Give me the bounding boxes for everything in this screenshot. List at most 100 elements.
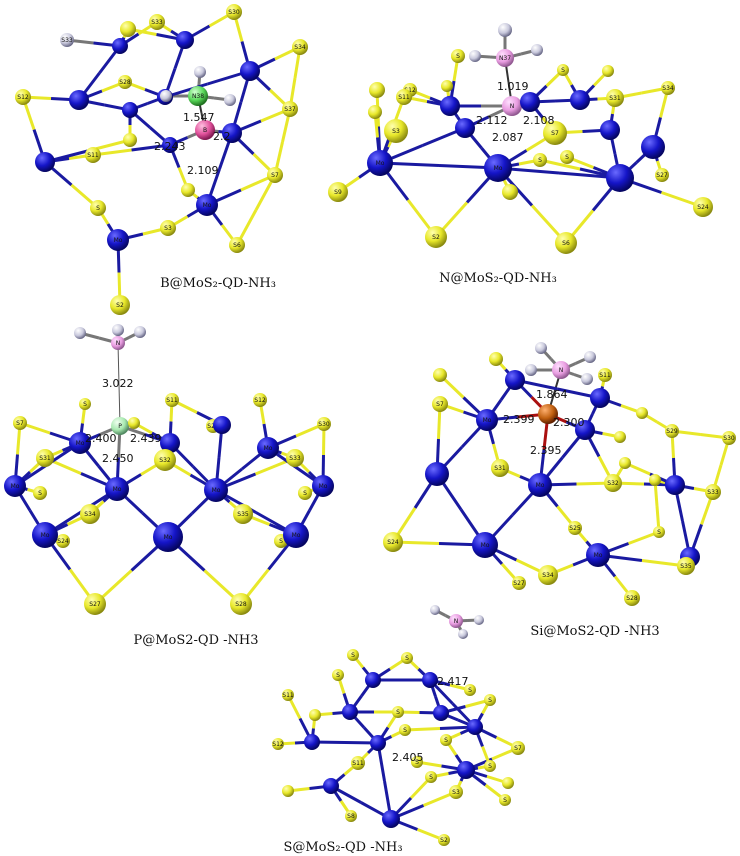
- sulfur-atom: [502, 777, 514, 789]
- atom-label: S28: [235, 601, 247, 608]
- atom-label: S33: [151, 19, 163, 26]
- atom-label: S12: [254, 397, 266, 404]
- atom-label: S7: [514, 745, 522, 752]
- atom-label: S: [561, 67, 565, 74]
- sulfur-atom: [538, 565, 558, 585]
- sulfur-atom: [604, 474, 622, 492]
- atom-label: S30: [723, 435, 735, 442]
- panel-caption-p: P@MoS2-QD -NH3: [133, 633, 258, 648]
- hydrogen-atom: [498, 23, 512, 37]
- sulfur-atom: [332, 669, 344, 681]
- bond-length-label: 2.300: [553, 416, 585, 429]
- molybdenum-atom: [570, 90, 590, 110]
- panel-caption-b: B@MoS₂-QD-NH₃: [160, 276, 276, 291]
- atom-label: S37: [284, 106, 296, 113]
- atom-label: S27: [513, 580, 525, 587]
- sulfur-atom: [722, 431, 736, 445]
- sulfur-atom: [79, 398, 91, 410]
- atom-label: S: [351, 652, 355, 659]
- hydrogen-atom: [531, 44, 543, 56]
- bond-length-label: 2.417: [437, 675, 469, 688]
- atom-label: S33: [289, 455, 301, 462]
- atom-label: S: [488, 763, 492, 770]
- molybdenum-atom: [476, 409, 498, 431]
- atom-label: P: [118, 423, 122, 430]
- atom-label: B: [203, 127, 207, 134]
- sulfur-atom: [533, 153, 547, 167]
- atom-label: S3: [164, 225, 172, 232]
- molybdenum-atom: [176, 31, 194, 49]
- sulfur-atom: [511, 741, 525, 755]
- molybdenum-atom: [222, 123, 242, 143]
- atom-label: S27: [656, 172, 668, 179]
- sulfur-atom: [425, 226, 447, 248]
- sulfur-atom: [624, 590, 640, 606]
- atom-label: S: [565, 154, 569, 161]
- molybdenum-atom: [484, 154, 512, 182]
- sulfur-atom: [80, 504, 100, 524]
- sulfur-atom: [272, 738, 284, 750]
- sulfur-atom: [384, 119, 408, 143]
- atom-label: S34: [294, 44, 306, 51]
- atom-label: S27: [89, 601, 101, 608]
- sulfur-atom: [425, 771, 437, 783]
- molybdenum-atom: [457, 761, 475, 779]
- atom-label: S33: [61, 37, 73, 44]
- silicon-atom: [538, 404, 558, 424]
- atom-label: S29: [207, 423, 219, 430]
- atom-label: S: [415, 759, 419, 766]
- atom-label: S30: [318, 421, 330, 428]
- sulfur-atom: [84, 593, 106, 615]
- atom-label: N: [116, 340, 121, 347]
- sulfur-atom: [282, 689, 294, 701]
- atom-label: S11: [282, 692, 294, 699]
- atom-label: Mo: [376, 160, 385, 167]
- sulfur-atom: [401, 652, 413, 664]
- sulfur-atom: [484, 694, 496, 706]
- sulfur-atom: [15, 89, 31, 105]
- sulfur-atom: [653, 526, 665, 538]
- molybdenum-atom: [641, 135, 665, 159]
- sulfur-atom: [512, 576, 526, 590]
- sulfur-atom: [432, 396, 448, 412]
- sulfur-atom: [149, 14, 165, 30]
- sulfur-atom: [230, 593, 252, 615]
- bond-length-label: 2.400: [85, 432, 117, 445]
- atom-label: Mo: [292, 532, 301, 539]
- hydrogen-atom: [430, 605, 440, 615]
- nitrogen-atom: [496, 49, 514, 67]
- sulfur-atom: [369, 82, 385, 98]
- atom-label: S: [488, 697, 492, 704]
- atom-label: S: [336, 672, 340, 679]
- sulfur-atom: [165, 393, 179, 407]
- bond-length-label: 1.547: [183, 111, 215, 124]
- sulfur-atom: [85, 147, 101, 163]
- atom-label: S28: [119, 79, 131, 86]
- atom-label: S: [503, 797, 507, 804]
- atom-label: S3: [452, 789, 460, 796]
- sulfur-atom: [705, 484, 721, 500]
- molybdenum-atom: [367, 150, 393, 176]
- sulfur-atom: [90, 200, 106, 216]
- atom-label: S: [38, 490, 42, 497]
- molybdenum-atom: [213, 416, 231, 434]
- atom-label: S35: [680, 563, 692, 570]
- hydrogen-atom: [581, 373, 593, 385]
- sulfur-atom: [226, 4, 242, 20]
- atom-label: S: [403, 727, 407, 734]
- atom-label: Mo: [481, 542, 490, 549]
- atom-label: S35: [237, 511, 249, 518]
- molybdenum-atom: [365, 672, 381, 688]
- sulfur-atom: [328, 182, 348, 202]
- sulfur-atom: [555, 232, 577, 254]
- molybdenum-atom: [382, 810, 400, 828]
- sulfur-atom: [383, 532, 403, 552]
- molybdenum-atom: [422, 672, 438, 688]
- molybdenum-atom: [323, 778, 339, 794]
- panel-captions: B@MoS₂-QD-NH₃ N@MoS₂-QD-NH₃ P@MoS2-QD -N…: [133, 271, 659, 855]
- molybdenum-atom: [304, 734, 320, 750]
- molybdenum-atom: [440, 96, 460, 116]
- sulfur-atom: [282, 101, 298, 117]
- atom-label: Mo: [76, 440, 85, 447]
- sulfur-atom: [345, 810, 357, 822]
